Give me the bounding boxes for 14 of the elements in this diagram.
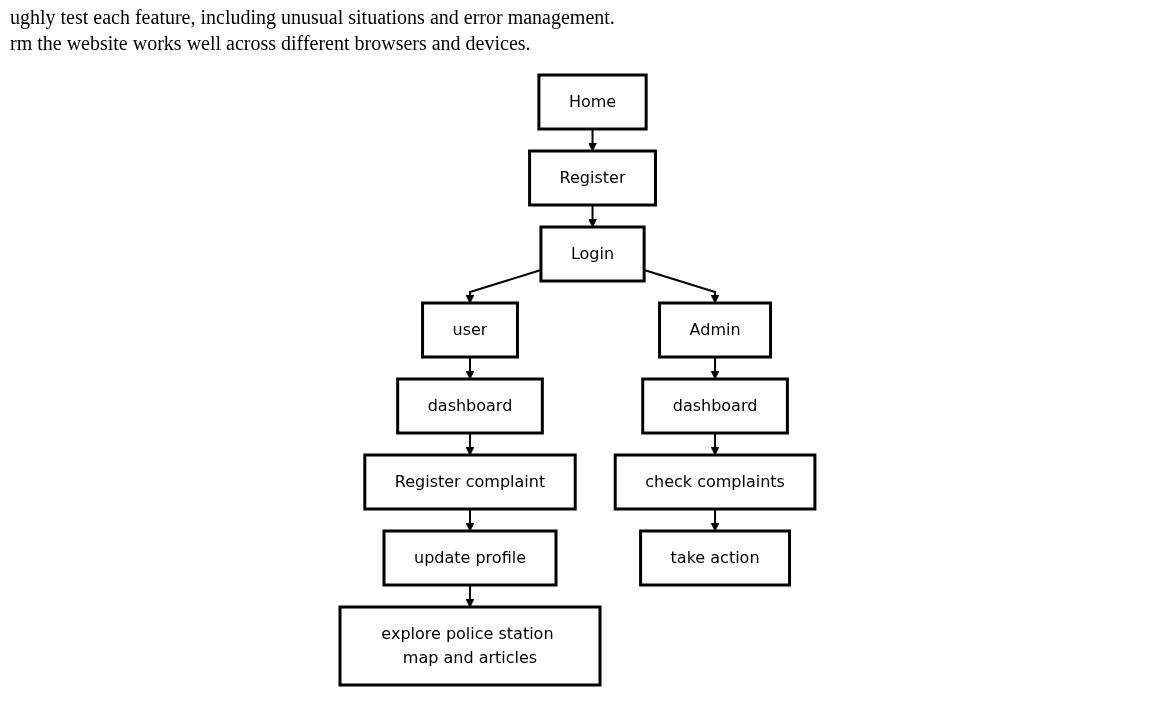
node-box: Register complaint	[362, 453, 577, 511]
body-text: ughly test each feature, including unusual situations and error management.	[10, 5, 616, 30]
body-text: rm the website works well across different browsers and devices.	[10, 31, 532, 56]
node-box: Admin	[657, 301, 772, 359]
node-box: user	[420, 301, 519, 359]
node-box: take action	[638, 529, 791, 587]
node-box: check complaints	[613, 453, 816, 511]
node-box: dashboard	[395, 377, 544, 435]
node-box: Login	[539, 225, 646, 283]
node-box: update profile	[382, 529, 558, 587]
node-box: explore police station map and articles	[338, 605, 602, 687]
node-box: dashboard	[640, 377, 789, 435]
node-box: Home	[536, 73, 648, 131]
node-box: Register	[527, 149, 657, 207]
